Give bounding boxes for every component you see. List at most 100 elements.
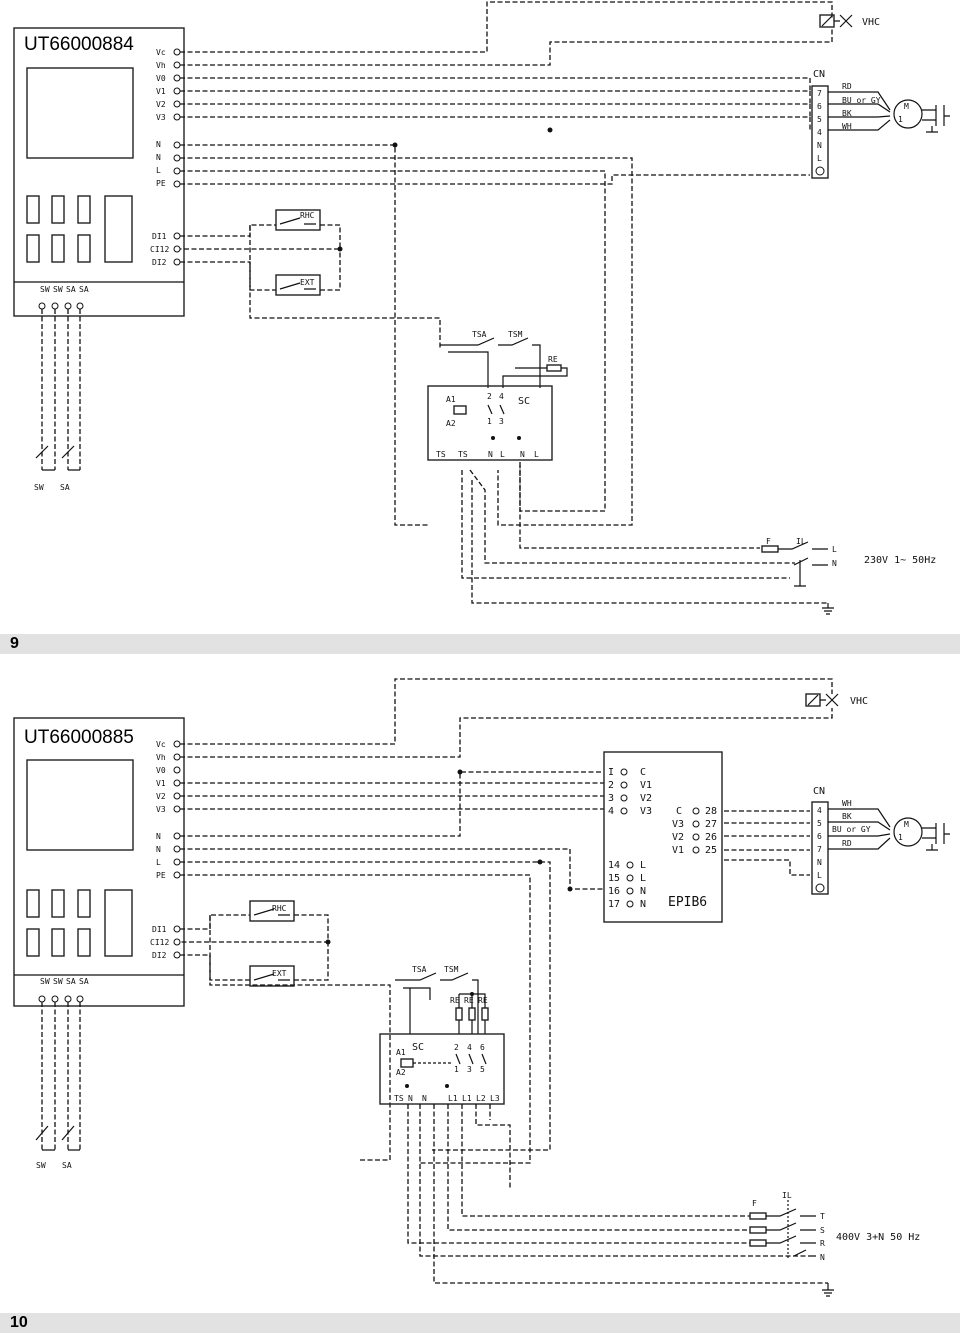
svg-text:IL: IL	[796, 537, 806, 546]
svg-text:DI2: DI2	[152, 951, 167, 960]
svg-text:L: L	[156, 166, 161, 175]
ext-contact: EXT	[180, 249, 341, 296]
rhc-contact-2: RHC	[180, 900, 329, 943]
svg-text:15: 15	[608, 873, 620, 884]
svg-text:M: M	[904, 102, 909, 111]
svg-text:400V 3+N 50 Hz: 400V 3+N 50 Hz	[836, 1232, 920, 1243]
svg-text:3: 3	[467, 1065, 472, 1074]
diagram-ut66000884: UT66000884 Vc Vh V0 V1 V2 V3 N N L PE DI…	[13, 1, 950, 615]
svg-text:SW: SW	[40, 285, 50, 294]
svg-text:SA: SA	[60, 483, 70, 492]
svg-text:SW: SW	[36, 1161, 46, 1170]
svg-text:Vh: Vh	[156, 753, 166, 762]
svg-text:SA: SA	[79, 977, 89, 986]
controller-buttons	[26, 195, 133, 263]
svg-text:I: I	[608, 767, 614, 778]
svg-text:5: 5	[817, 819, 822, 828]
svg-text:L: L	[832, 545, 837, 554]
svg-text:V1: V1	[640, 780, 652, 791]
control-wires-2	[180, 678, 833, 1164]
control-wires	[180, 1, 833, 526]
svg-text:V2: V2	[640, 793, 652, 804]
svg-text:N: N	[488, 450, 493, 459]
terminal-labels: Vc Vh V0 V1 V2 V3 N N L PE DI1 CI12 DI2	[150, 48, 169, 267]
svg-text:N: N	[832, 559, 837, 568]
svg-text:L: L	[156, 858, 161, 867]
svg-text:C: C	[640, 767, 646, 778]
svg-text:V2: V2	[156, 792, 166, 801]
svg-text:N: N	[817, 141, 822, 150]
svg-text:EXT: EXT	[300, 278, 315, 287]
svg-text:DI1: DI1	[152, 925, 167, 934]
svg-text:BU or GY: BU or GY	[842, 96, 881, 105]
svg-text:3: 3	[608, 793, 614, 804]
svg-text:27: 27	[705, 819, 717, 830]
contactor-sc-2: SC A1 A2 2 4 6 1 3 5 TS N N L1 L1 L2 L3	[379, 1033, 505, 1105]
svg-text:6: 6	[480, 1043, 485, 1052]
svg-text:V2: V2	[156, 100, 166, 109]
terminal-labels-2: Vc Vh V0 V1 V2 V3 N N L PE DI1 CI12 DI2	[150, 740, 169, 960]
svg-text:DI1: DI1	[152, 232, 167, 241]
svg-text:RE: RE	[450, 996, 460, 1005]
svg-text:SW: SW	[53, 285, 63, 294]
svg-text:TS: TS	[458, 450, 468, 459]
svg-text:C: C	[676, 806, 682, 817]
svg-text:6: 6	[817, 102, 822, 111]
svg-text:RE: RE	[464, 996, 474, 1005]
svg-text:SW: SW	[34, 483, 44, 492]
svg-text:L1: L1	[462, 1094, 472, 1103]
svg-text:SA: SA	[66, 285, 76, 294]
svg-text:L2: L2	[476, 1094, 486, 1103]
svg-text:IL: IL	[782, 1191, 792, 1200]
svg-text:BK: BK	[842, 812, 852, 821]
supply-wiring-2: F IL T S R N 400V 3+N 50 Hz	[407, 1104, 920, 1297]
svg-text:BK: BK	[842, 109, 852, 118]
svg-text:VHC: VHC	[862, 17, 880, 28]
svg-text:PE: PE	[156, 871, 166, 880]
svg-text:N: N	[156, 845, 161, 854]
diagram-ut66000885: UT66000885 Vc Vh V0 V1 V2 V3 N N L PE DI…	[13, 678, 950, 1297]
svg-text:TSM: TSM	[508, 330, 523, 339]
svg-text:RE: RE	[478, 996, 488, 1005]
svg-text:TSM: TSM	[444, 965, 459, 974]
svg-text:V2: V2	[672, 832, 684, 843]
svg-text:V3: V3	[156, 113, 166, 122]
svg-text:N: N	[520, 450, 525, 459]
svg-text:L1: L1	[448, 1094, 458, 1103]
svg-text:PE: PE	[156, 179, 166, 188]
svg-text:V0: V0	[156, 74, 166, 83]
svg-text:M: M	[904, 820, 909, 829]
svg-text:7: 7	[817, 845, 822, 854]
svg-text:WH: WH	[842, 799, 852, 808]
svg-text:R: R	[820, 1239, 825, 1248]
svg-text:F: F	[766, 537, 771, 546]
page-number: 9	[10, 635, 19, 652]
svg-text:V1: V1	[672, 845, 684, 856]
svg-text:2: 2	[608, 780, 614, 791]
svg-text:1: 1	[454, 1065, 459, 1074]
svg-text:1: 1	[898, 115, 903, 124]
svg-text:V1: V1	[156, 779, 166, 788]
svg-text:L: L	[640, 860, 646, 871]
svg-text:N: N	[156, 140, 161, 149]
svg-text:L: L	[500, 450, 505, 459]
svg-text:TS: TS	[436, 450, 446, 459]
epib6-module: I C 2 V1 3 V2 4 V3 C 28 V3 27 V2 26 V1 2…	[603, 751, 723, 923]
svg-text:SW: SW	[53, 977, 63, 986]
svg-text:RHC: RHC	[272, 904, 287, 913]
page-number: 10	[10, 1314, 28, 1331]
svg-text:28: 28	[705, 806, 717, 817]
svg-text:Vc: Vc	[156, 740, 166, 749]
svg-text:3: 3	[499, 417, 504, 426]
svg-text:V1: V1	[156, 87, 166, 96]
model-code-2: UT66000885	[24, 727, 134, 748]
svg-text:2: 2	[454, 1043, 459, 1052]
svg-text:6: 6	[817, 832, 822, 841]
svg-text:N: N	[156, 153, 161, 162]
svg-text:SW: SW	[40, 977, 50, 986]
svg-text:14: 14	[608, 860, 620, 871]
controller-display-2	[26, 759, 134, 851]
svg-text:T: T	[820, 1212, 825, 1221]
sensor-wiring: SW SW SA SA SW SA	[34, 285, 89, 492]
page-number-band-10: 10	[0, 1313, 960, 1333]
